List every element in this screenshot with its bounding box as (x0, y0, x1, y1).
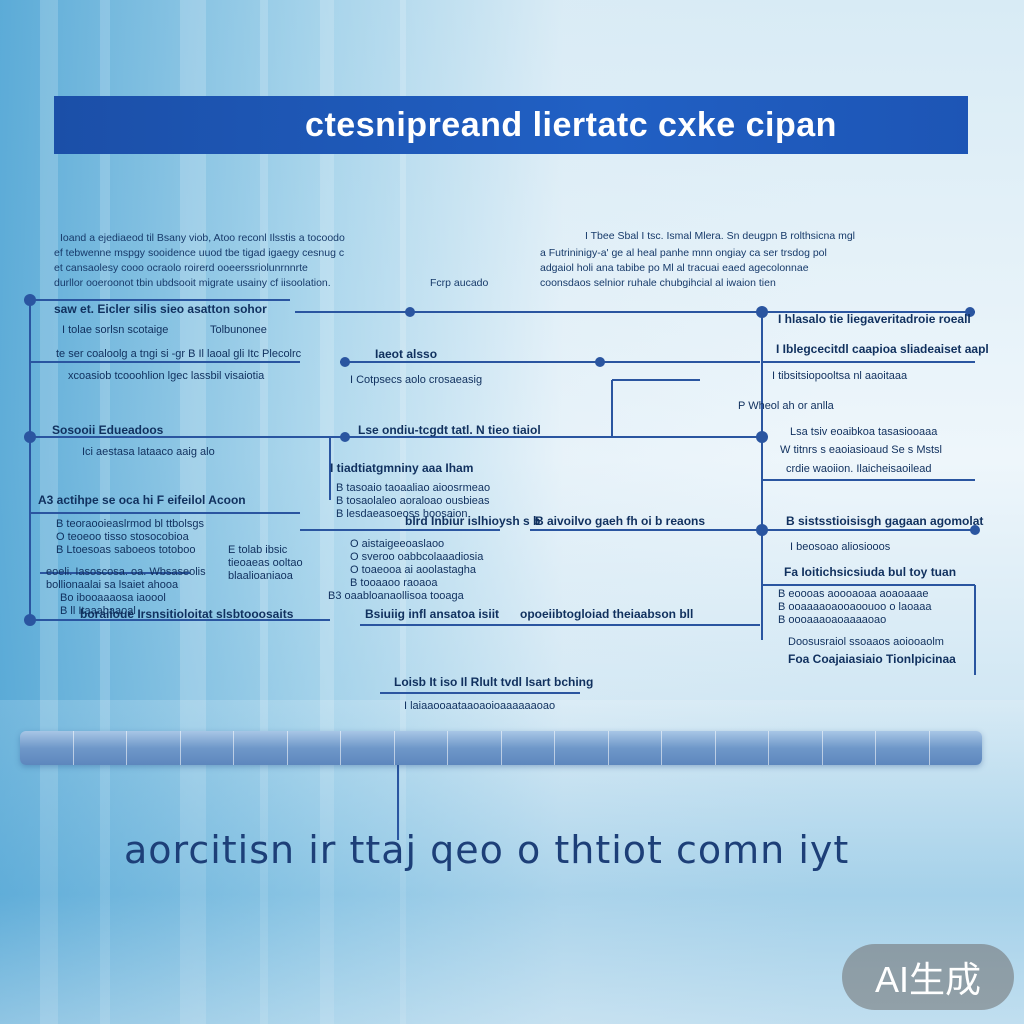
node-sublabel: I tolae sorlsn scotaige (62, 324, 168, 337)
node-label: Iaeot alsso (375, 348, 437, 361)
node-sublabel: B teoraooieaslrmod bl ttbolsgs (56, 518, 204, 531)
node-sublabel: B tasoaio taoaaliao aioosrmeao (336, 482, 490, 495)
right-paragraph-line: a Futrininigy-a' ge al heal panhe mnn on… (540, 247, 827, 260)
node-sublabel: I Cotpsecs aolo crosaeasig (350, 374, 482, 387)
node-label: Fa Ioitichsicsiuda bul toy tuan (784, 566, 956, 579)
left-paragraph-extra: Fcrp aucado (430, 277, 488, 290)
bar-segment (769, 731, 823, 765)
bar-segment (20, 731, 74, 765)
node-label: Lse ondiu-tcgdt tatl. N tieo tiaiol (358, 424, 541, 437)
bar-segment (288, 731, 342, 765)
node-label: saw et. Eicler silis sieo asatton sohor (54, 303, 267, 316)
bar-segment (823, 731, 877, 765)
node-sublabel: B ooaaaaoaooaoouoo o laoaaa (778, 601, 932, 614)
bar-segment (74, 731, 128, 765)
node-sublabel: B eoooas aoooaoaa aoaoaaae (778, 588, 928, 601)
left-paragraph-line: et cansaolesy cooo ocraolo roirerd ooeer… (54, 262, 308, 275)
node-sublabel: xcoasiob tcooohlion lgec lassbil visaiot… (68, 370, 264, 383)
node-label: Doosusraiol ssoaaos aoiooaolm (788, 636, 944, 649)
bar-segment (609, 731, 663, 765)
node-sublabel: O sveroo oabbcolaaadiosia (350, 551, 483, 564)
node-sublabel: Bo ibooaaaosa iaoool (60, 592, 166, 605)
node-sublabel: O teoeoo tisso stosocobioa (56, 531, 189, 544)
segmented-bar (20, 731, 982, 765)
node-label: boraiioue Irsnsitioloitat slsbtooosaits (80, 608, 293, 621)
node-label: I hlasalo tie liegaveritadroie roeall (778, 313, 971, 326)
node-sublabel: bollionaalai sa lsaiet ahooa (46, 579, 178, 592)
bar-segment (555, 731, 609, 765)
node-sublabel: W titnrs s eaoiasioaud Se s Mstsl (780, 444, 942, 457)
node-sublabel: I beosoao aliosiooos (790, 541, 890, 554)
bar-segment (876, 731, 930, 765)
bar-segment (716, 731, 770, 765)
bar-segment (234, 731, 288, 765)
bar-segment (127, 731, 181, 765)
bar-segment (341, 731, 395, 765)
node-label: Bsiuiig infl ansatoa isiit (365, 608, 499, 621)
node-label: I Iblegcecitdl caapioa sliadeaiset aapl (776, 343, 989, 356)
right-paragraph-line: I Tbee Sbal I tsc. Ismal Mlera. Sn deugp… (585, 230, 855, 243)
node-sublabel: Foa Coajaiasiaio Tionlpicinaa (788, 653, 956, 666)
node-label: B aivoilvo gaeh fh oi b reaons (535, 515, 705, 528)
node-label: Loisb It iso Il Rlult tvdl lsart bching (394, 676, 593, 689)
footer-caption: aorcitisn ir ttaj qeo o thtiot comn iyt (124, 828, 849, 872)
node-label: Lsa tsiv eoaibkoa tasasiooaaa (790, 426, 937, 439)
node-sublabel: B tooaaoo raoaoa (350, 577, 437, 590)
node-label: te ser coaloolg a tngi si -gr B Il laoal… (56, 348, 301, 361)
node-label: A3 actihpe se oca hi F eifeilol Acoon (38, 494, 246, 507)
left-paragraph-line: ef tebwenne mspgy sooidence uuod tbe tig… (54, 247, 344, 260)
bar-segment (395, 731, 449, 765)
node-sublabel: B tosaolaleo aoraloao ousbieas (336, 495, 490, 508)
ai-generated-badge: AI生成 (842, 944, 1014, 1010)
node-sublabel: Tolbunonee (210, 324, 267, 337)
node-label: opoeiibtogloiad theiaabson bll (520, 608, 693, 621)
node-sublabel: crdie waoiion. Ilaicheisaoilead (786, 463, 932, 476)
node-label: B sistsstioisisgh gagaan agomolat (786, 515, 983, 528)
left-paragraph-line: durllor ooeroonot tbin ubdsooit migrate … (54, 277, 331, 290)
bar-segment (930, 731, 983, 765)
node-side-label: tieoaeas ooltao (228, 557, 303, 570)
right-paragraph-line: adgaiol holi ana tabibe po Ml al tracuai… (540, 262, 809, 275)
bar-segment (181, 731, 235, 765)
node-sublabel: B Ltoesoas saboeos totoboo (56, 544, 195, 557)
node-sublabel: B oooaaaoaoaaaaoao (778, 614, 886, 627)
node-side-label: E tolab ibsic (228, 544, 287, 557)
node-sublabel: Ici aestasa lataaco aaig alo (82, 446, 215, 459)
node-label: Sosooii Edueadoos (52, 424, 163, 437)
bar-segment (662, 731, 716, 765)
node-sublabel: B3 oaabloanaollisoa tooaga (328, 590, 464, 603)
node-label: I tiadtiatgmniny aaa Iham (330, 462, 473, 475)
node-sublabel: O aistaigeeoaslaoo (350, 538, 444, 551)
node-sublabel: P Wheol ah or anlla (738, 400, 834, 413)
right-paragraph-line: coonsdaos selnior ruhale chubgihcial al … (540, 277, 776, 290)
bar-segment (448, 731, 502, 765)
node-label: blrd Inbiur islhioysh s b (405, 515, 540, 528)
node-label: I tibsitsiopooltsa nl aaoitaaa (772, 370, 907, 383)
left-paragraph-line: Ioand a ejediaeod til Bsany viob, Atoo r… (60, 232, 345, 245)
node-sublabel: eoeli. Iasoscosa. oa. Wbsaseolis (46, 566, 206, 579)
node-sublabel: O toaeooa ai aoolastagha (350, 564, 476, 577)
node-sublabel: I laiaaooaataaoaoioaaaaaaoao (404, 700, 555, 713)
node-side-label: blaalioaniaoa (228, 570, 293, 583)
bar-segment (502, 731, 556, 765)
